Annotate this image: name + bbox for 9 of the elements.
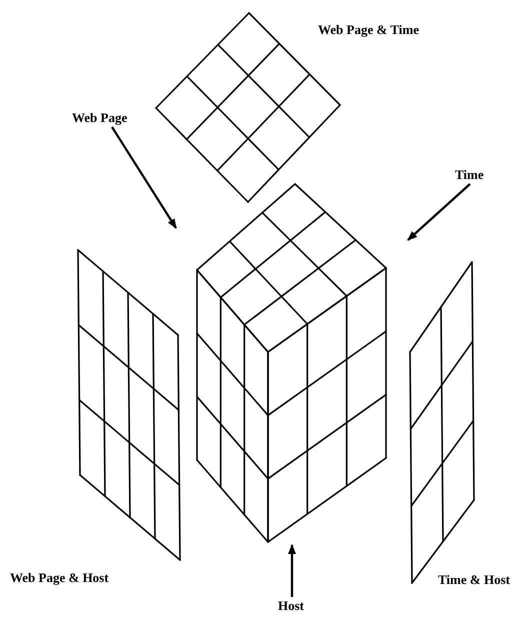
axis-label: Host [278, 598, 304, 613]
axis-label: Web Page [72, 110, 128, 125]
arrow [407, 183, 471, 241]
arrow [111, 126, 177, 229]
plane-label: Web Page & Time [318, 22, 419, 37]
arrow [288, 544, 296, 597]
plane-label: Web Page & Host [10, 570, 109, 585]
axis-label: Time [455, 167, 484, 182]
plane-label: Time & Host [438, 572, 510, 587]
